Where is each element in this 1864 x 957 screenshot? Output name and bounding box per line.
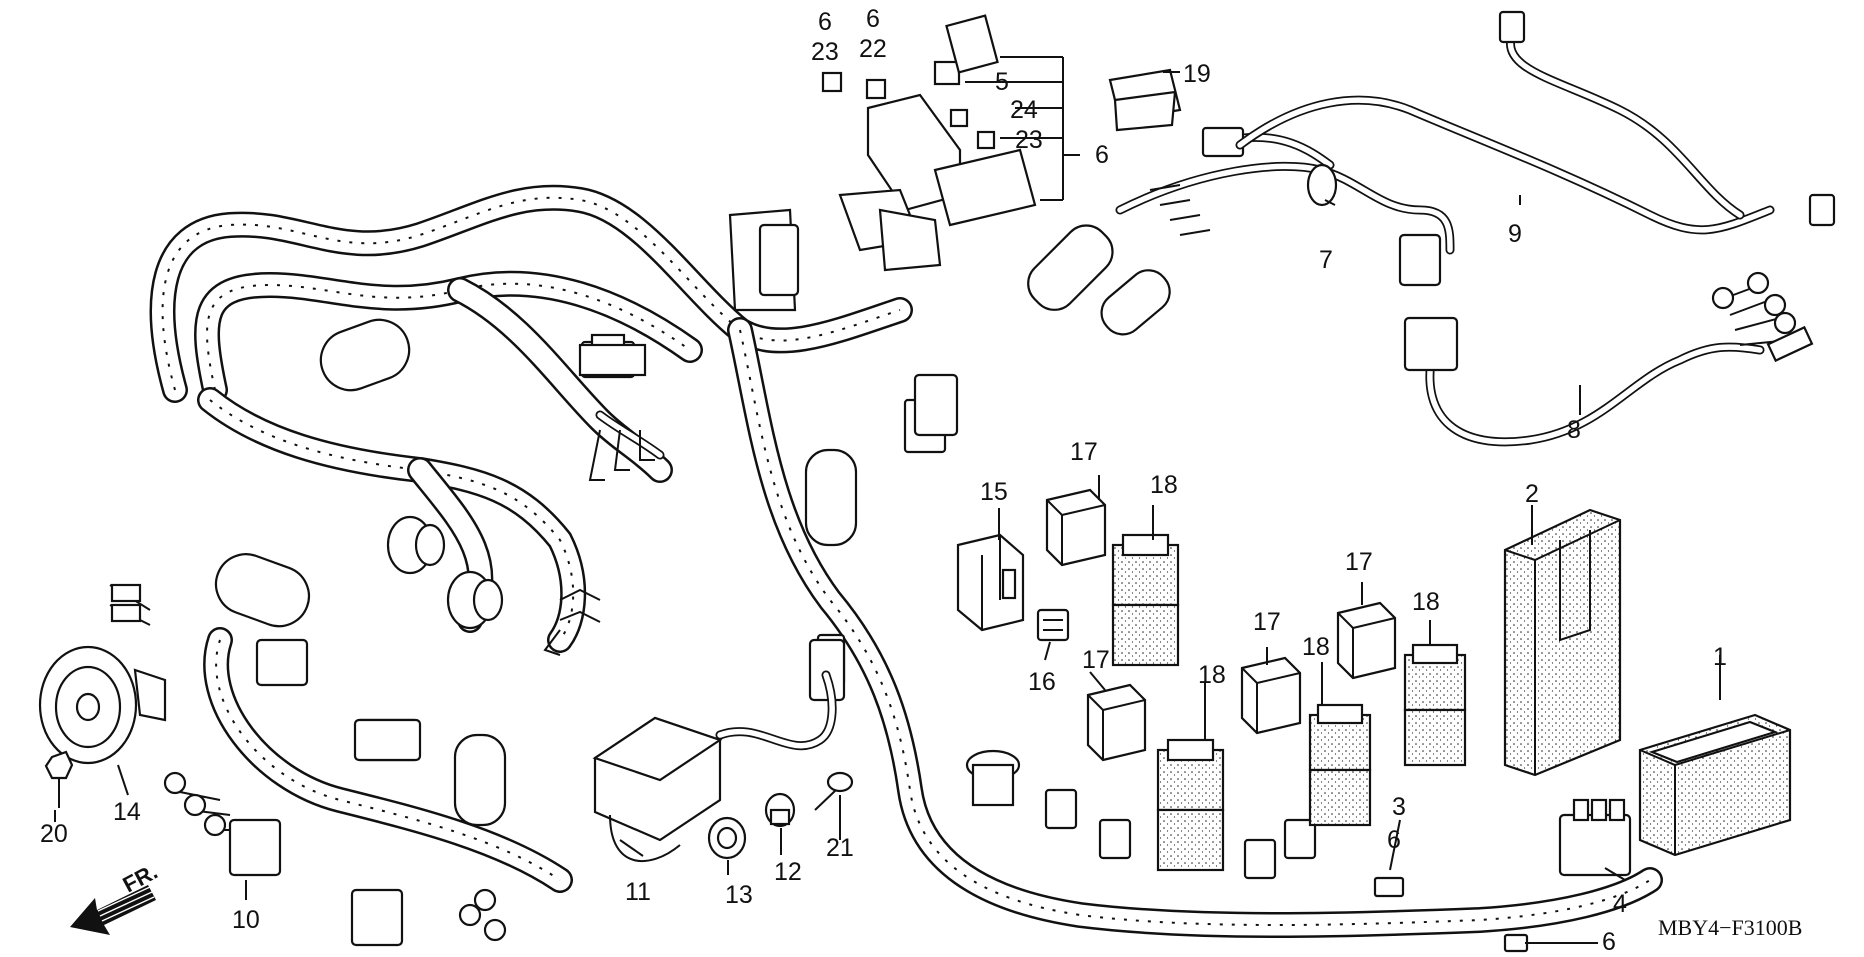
callout-23-b: 23: [1015, 126, 1043, 154]
callout-16: 16: [1028, 668, 1056, 696]
front-direction-label: FR.: [119, 859, 162, 898]
control-unit-2: [1503, 508, 1622, 777]
callout-18-c: 18: [1302, 633, 1330, 661]
callout-6-right: 6: [1095, 141, 1109, 169]
callout-24: 24: [1010, 96, 1038, 124]
cover-1: [1638, 713, 1792, 857]
callout-8: 8: [1567, 416, 1581, 444]
relay-socket-18-a: [1111, 533, 1180, 667]
grommet-13: [707, 816, 747, 860]
callout-17-b: 17: [1082, 646, 1110, 674]
sub-harness-9: [1235, 10, 1836, 235]
callout-20: 20: [40, 820, 68, 848]
callout-2: 2: [1525, 480, 1539, 508]
sub-harness-7: [1115, 126, 1455, 287]
callout-7: 7: [1319, 246, 1333, 274]
callout-6-top-a: 6: [818, 8, 832, 36]
turn-signal-relay: [592, 670, 837, 863]
clip-3: [1373, 876, 1405, 898]
fuse-box: [728, 93, 1037, 312]
coupler: [228, 373, 959, 947]
harness-grommet: [386, 515, 504, 630]
callout-3: 3: [1392, 793, 1406, 821]
callout-1: 1: [1713, 643, 1727, 671]
callout-6-bottom: 6: [1602, 928, 1616, 956]
callout-6-mid: 6: [1387, 826, 1401, 854]
callout-18-b: 18: [1198, 661, 1226, 689]
leader-lines: [54, 56, 1721, 944]
bolt: [44, 750, 74, 808]
relay-socket-18-c: [1308, 703, 1372, 827]
callout-18-a: 18: [1150, 471, 1178, 499]
callout-22: 22: [859, 35, 887, 63]
relay-socket-18-d: [1403, 643, 1467, 767]
wire-terminal: [109, 343, 665, 942]
screw-21: [814, 771, 854, 811]
main-wire-harness: [109, 14, 1663, 947]
relay-17-b: [1086, 683, 1147, 762]
callout-12: 12: [774, 858, 802, 886]
callout-4: 4: [1613, 890, 1627, 918]
callout-5: 5: [995, 68, 1009, 96]
relay-17-a: [1045, 488, 1107, 567]
callout-17-c: 17: [1253, 608, 1281, 636]
callout-18-d: 18: [1412, 588, 1440, 616]
fuse: [821, 14, 999, 150]
connector-16: [1036, 608, 1070, 642]
sub-harness-8: [1403, 271, 1814, 447]
callout-23-a: 23: [811, 38, 839, 66]
callout-15: 15: [980, 478, 1008, 506]
relay-15: [956, 533, 1025, 632]
front-direction-arrow-icon: [70, 885, 156, 935]
callout-10: 10: [232, 906, 260, 934]
callout-17-d: 17: [1345, 548, 1373, 576]
callout-19: 19: [1183, 60, 1211, 88]
callout-14: 14: [113, 798, 141, 826]
connector-cover: [214, 224, 1171, 827]
callout-labels: 1 2 3 4 5 6 6 6 6 6 7 8 9 10 11 12 13 14…: [40, 5, 1727, 956]
horn: [38, 645, 167, 765]
callout-6-top-b: 6: [866, 5, 880, 33]
clip-6: [1503, 933, 1529, 953]
callout-11: 11: [625, 878, 651, 906]
relay-17-d: [1336, 601, 1397, 680]
callout-17-a: 17: [1070, 438, 1098, 466]
diagram-code: MBY4−F3100B: [1658, 915, 1802, 940]
callout-21: 21: [826, 834, 854, 862]
callout-9: 9: [1508, 220, 1522, 248]
relay-cover: [1108, 68, 1182, 132]
collar-12: [764, 792, 796, 828]
relay-17-c: [1240, 656, 1302, 735]
relay-socket-18-b: [1156, 738, 1225, 872]
callout-13: 13: [725, 881, 753, 909]
